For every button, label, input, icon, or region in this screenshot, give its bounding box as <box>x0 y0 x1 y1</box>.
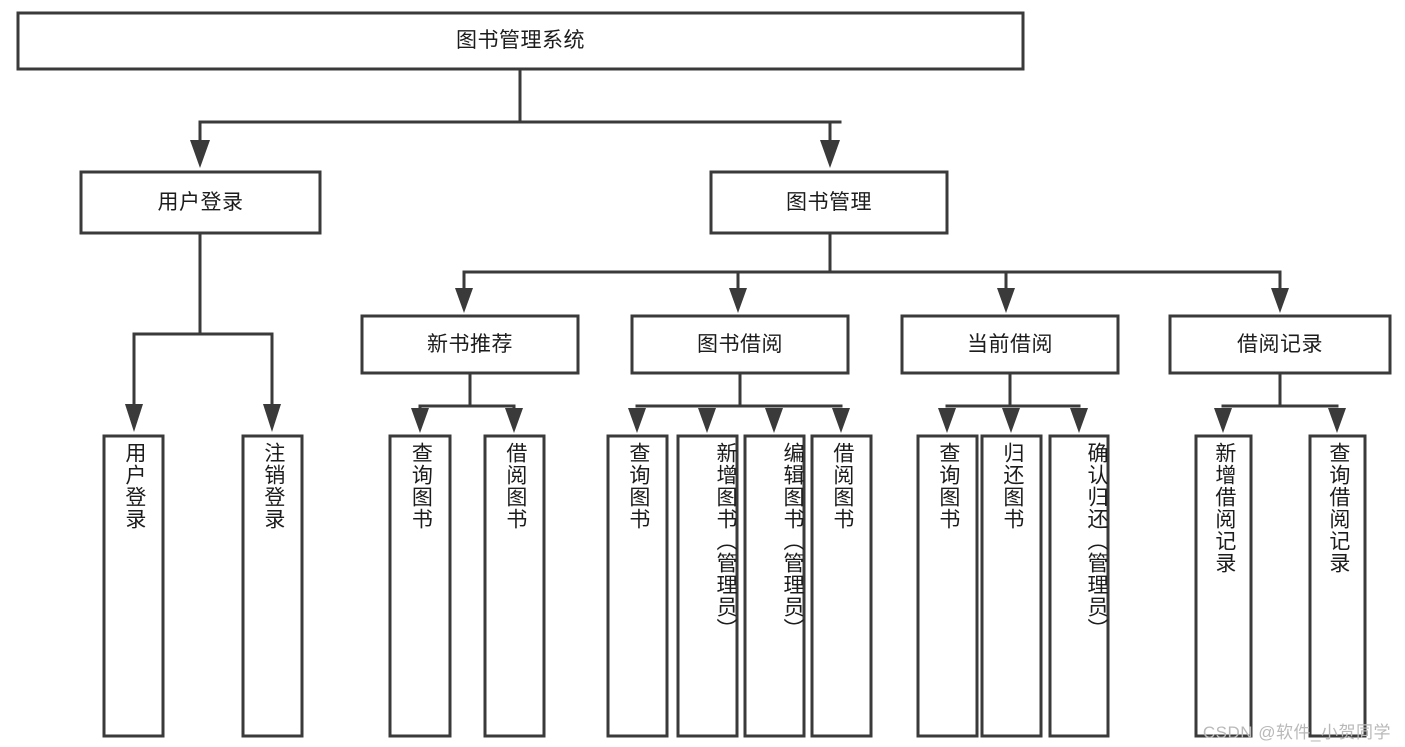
connector-new-book-recommend-to-leaves <box>411 371 523 433</box>
arrow-head-leaf-confirm-return <box>1070 408 1088 433</box>
connector-book-borrow-to-leaves <box>628 371 850 433</box>
node-box-borrow-record[interactable] <box>1168 314 1392 375</box>
node-box-leaf-query-book-recommend[interactable] <box>388 434 452 738</box>
connector-user-login-to-leaves <box>125 231 281 432</box>
node-box-leaf-logout[interactable] <box>241 434 304 738</box>
arrow-head-leaf-borrow-book-recommend <box>505 408 523 433</box>
arrow-head-leaf-query-borrow-record <box>1328 408 1346 433</box>
arrow-head-leaf-query-book-borrow <box>628 408 646 433</box>
arrow-head-leaf-return-book <box>1002 408 1020 433</box>
arrow-head-leaf-add-book <box>698 408 716 433</box>
arrow-head-leaf-query-book-current <box>938 408 956 433</box>
arrow-head-current-borrow <box>997 288 1015 313</box>
node-box-root[interactable] <box>16 11 1025 71</box>
connector-root-to-level1 <box>190 67 842 168</box>
node-box-new-book-recommend[interactable] <box>360 314 580 375</box>
arrow-head-new-book-recommend <box>455 288 473 313</box>
arrow-head-leaf-user-login <box>125 404 143 432</box>
node-box-leaf-add-borrow-record[interactable] <box>1194 434 1253 738</box>
node-box-leaf-confirm-return[interactable] <box>1048 434 1110 738</box>
node-box-leaf-return-book[interactable] <box>980 434 1043 738</box>
node-box-leaf-query-borrow-record[interactable] <box>1308 434 1367 738</box>
arrow-head-leaf-add-borrow-record <box>1214 408 1232 433</box>
arrow-head-leaf-borrow-book <box>832 408 850 433</box>
arrow-head-leaf-logout <box>263 404 281 432</box>
arrow-head-leaf-query-book-recommend <box>411 408 429 433</box>
node-box-leaf-user-login[interactable] <box>102 434 165 738</box>
node-box-leaf-query-book-borrow[interactable] <box>606 434 669 738</box>
node-box-leaf-borrow-book-recommend[interactable] <box>483 434 546 738</box>
arrow-head-book-borrow <box>729 288 747 313</box>
node-box-current-borrow[interactable] <box>900 314 1120 375</box>
node-box-book-borrow[interactable] <box>630 314 850 375</box>
arrow-head-borrow-record <box>1271 288 1289 313</box>
connector-book-management-to-level2 <box>455 231 1289 313</box>
node-box-leaf-edit-book[interactable] <box>743 434 806 738</box>
node-box-leaf-add-book[interactable] <box>676 434 739 738</box>
arrow-head-user-login <box>190 140 210 168</box>
node-boxes <box>16 11 1392 738</box>
connector-current-borrow-to-leaves <box>938 371 1088 433</box>
node-box-leaf-borrow-book[interactable] <box>810 434 873 738</box>
node-box-user-login[interactable] <box>79 170 322 235</box>
node-box-leaf-query-book-current[interactable] <box>916 434 979 738</box>
connector-borrow-record-to-leaves <box>1214 371 1346 433</box>
arrow-head-book-management <box>820 140 840 168</box>
arrow-head-leaf-edit-book <box>765 408 783 433</box>
node-box-book-management[interactable] <box>709 170 949 235</box>
